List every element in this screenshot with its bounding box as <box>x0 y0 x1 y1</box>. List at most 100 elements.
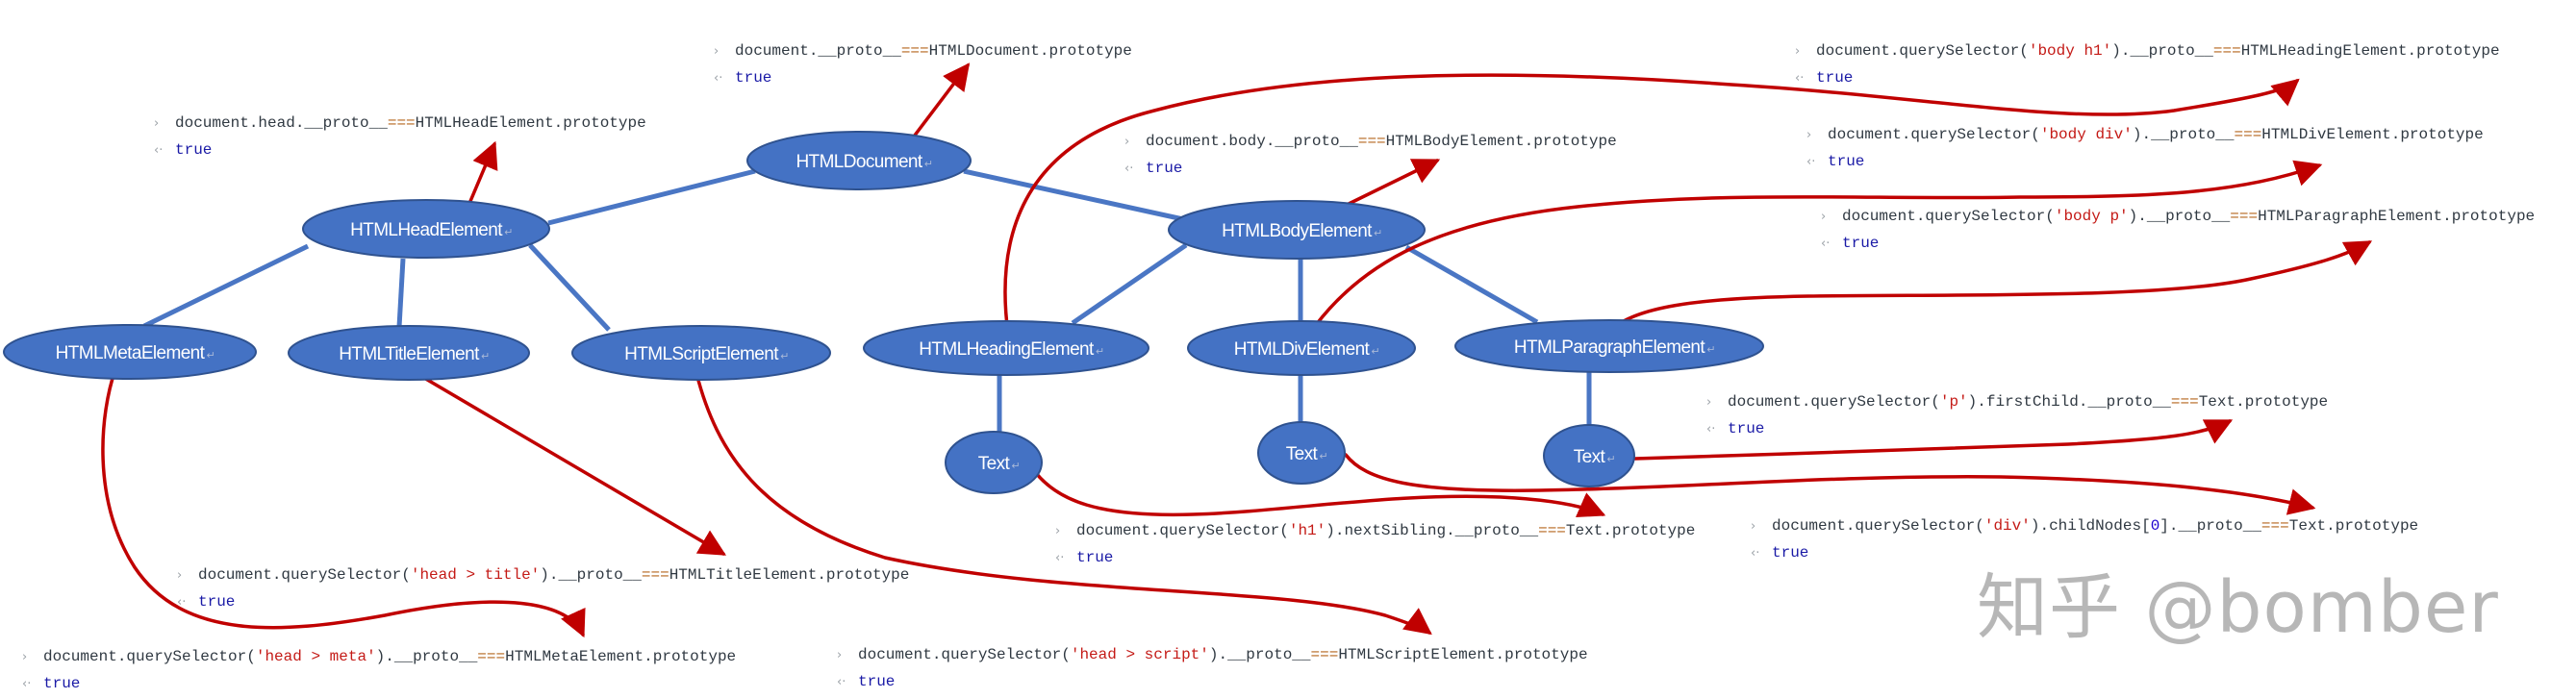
prompt-chevron-icon: › <box>1806 128 1812 142</box>
code-token-plain: HTMLHeadElement.prototype <box>415 114 646 132</box>
console-input-line: › document.querySelector('h1').nextSiblin… <box>1055 517 1695 544</box>
console-input-line: ›document.querySelector('body div').__pr… <box>1806 121 2484 148</box>
node-text-p: Text↵ <box>1543 424 1635 487</box>
code-token-plain: ).childNodes[ <box>2030 517 2151 535</box>
code-token-op: === <box>2170 393 2199 411</box>
console-result-line: ‹· true <box>154 137 646 163</box>
tree-edge-body-to-heading <box>1071 242 1188 326</box>
paragraph-mark-icon: ↵ <box>207 350 215 362</box>
result-value: true <box>175 141 213 159</box>
prototype-arrows <box>101 62 2373 638</box>
code-token-plain: document.querySelector( <box>198 566 411 584</box>
console-result-line: ‹·true <box>1124 155 1617 182</box>
console-result-line: ‹·true <box>714 64 1132 91</box>
proto-arrow-script <box>695 371 1432 636</box>
code-token-plain: HTMLTitleElement.prototype <box>669 566 910 584</box>
proto-arrow-document <box>912 62 971 138</box>
tree-edge-body-to-paragraph <box>1404 244 1539 325</box>
tree-nodes: HTMLDocument↵ HTMLHeadElement↵ HTMLBodyEle… <box>3 131 1764 494</box>
node-ellipse <box>863 320 1149 376</box>
code-token-plain: document.querySelector( <box>1076 522 1289 539</box>
console-input-line: ›document.querySelector('head > meta')._… <box>22 643 736 670</box>
result-value: true <box>1772 544 1809 562</box>
result-value: true <box>1828 153 1865 170</box>
code-token-str: 'body h1' <box>2028 42 2112 60</box>
code-token-str: 'h1' <box>1288 522 1326 539</box>
node-label: HTMLMetaElement <box>56 343 206 363</box>
result-value: true <box>1076 549 1114 566</box>
node-document: HTMLDocument↵ <box>746 131 972 190</box>
console-input-line: ›document.head.__proto__===HTMLHeadEleme… <box>154 110 646 137</box>
tree-edge-head-to-title <box>396 258 406 328</box>
code-token-plain: document.body.__proto__ <box>1146 133 1358 150</box>
node-head: HTMLHeadElement↵ <box>302 199 550 259</box>
result-chevron-icon: ‹· <box>1751 546 1760 561</box>
tree-edges <box>142 168 1592 433</box>
console-input-line: ›document.querySelector('body p').__prot… <box>1821 203 2535 230</box>
prompt-chevron-icon: › <box>1751 519 1756 534</box>
console-snippet-text-p: ›document.querySelector('p').firstChild.… <box>1706 388 2328 442</box>
console-snippet-text-div: › document.querySelector('div').childNode… <box>1751 512 2418 566</box>
node-title: HTMLTitleElement↵ <box>288 325 530 381</box>
node-label: Text <box>1286 444 1319 464</box>
console-result-line: ‹·true <box>1706 415 2328 442</box>
result-value: true <box>735 69 772 87</box>
proto-arrow-head <box>467 140 498 208</box>
code-token-op: === <box>477 648 506 665</box>
console-result-line: ‹·true <box>177 588 909 615</box>
code-token-str: 'head > script' <box>1070 646 1209 663</box>
code-token-plain: document.querySelector( <box>858 646 1071 663</box>
code-token-op: === <box>2212 42 2241 60</box>
result-value: true <box>1728 420 1765 437</box>
result-value: true <box>858 673 896 690</box>
proto-arrow-heading <box>1003 73 2300 336</box>
node-label: HTMLTitleElement <box>339 344 480 364</box>
paragraph-mark-icon: ↵ <box>1607 454 1616 465</box>
code-token-op: === <box>387 114 416 132</box>
prompt-chevron-icon: › <box>1055 524 1061 538</box>
prompt-chevron-icon: › <box>1706 395 1712 410</box>
code-token-op: === <box>2260 517 2289 535</box>
code-token-plain: Text.prototype <box>2198 393 2329 411</box>
console-snippet-text-h1: › document.querySelector('h1').nextSiblin… <box>1055 517 1695 571</box>
paragraph-mark-icon: ↵ <box>481 351 490 362</box>
code-token-plain: HTMLDocument.prototype <box>928 42 1132 60</box>
result-chevron-icon: ‹· <box>154 143 164 158</box>
console-result-line: ‹·true <box>1806 148 2484 175</box>
console-result-line: ‹· true <box>1821 230 2535 257</box>
node-label: HTMLHeadingElement <box>919 339 1095 360</box>
code-token-num: 0 <box>2150 517 2160 535</box>
console-result-line: ‹·true <box>1055 544 1695 571</box>
code-token-plain: ).nextSibling.__proto__ <box>1326 522 1539 539</box>
console-snippet-head: ›document.head.__proto__===HTMLHeadEleme… <box>154 110 646 163</box>
result-value: true <box>1816 69 1854 87</box>
paragraph-mark-icon: ↵ <box>780 351 789 362</box>
code-token-plain: ).__proto__ <box>540 566 642 584</box>
prompt-chevron-icon: › <box>154 116 160 131</box>
code-token-plain: document.querySelector( <box>1772 517 1984 535</box>
paragraph-mark-icon: ↵ <box>924 159 933 170</box>
code-token-plain: HTMLHeadingElement.prototype <box>2240 42 2500 60</box>
result-value: true <box>43 675 81 692</box>
console-input-line: ›document.__proto__===HTMLDocument.proto… <box>714 37 1132 64</box>
tree-edge-document-to-body <box>963 168 1184 222</box>
node-ellipse <box>945 431 1043 494</box>
node-label: HTMLBodyElement <box>1222 221 1373 241</box>
node-paragraph: HTMLParagraphElement↵ <box>1454 319 1764 373</box>
console-input-line: ›document.querySelector('body h1').__pro… <box>1795 37 2500 64</box>
code-token-str: 'div' <box>1983 517 2031 535</box>
result-value: true <box>1842 235 1880 252</box>
paragraph-mark-icon: ↵ <box>1372 346 1380 358</box>
code-token-plain: HTMLMetaElement.prototype <box>505 648 737 665</box>
console-input-line: › document.querySelector('div').childNode… <box>1751 512 2418 539</box>
node-ellipse <box>1257 421 1346 485</box>
code-token-str: 'body div' <box>2039 126 2133 143</box>
result-chevron-icon: ‹· <box>1821 237 1831 251</box>
code-token-str: 'head > title' <box>410 566 541 584</box>
console-snippet-script: ›document.querySelector('head > script')… <box>837 641 1588 695</box>
code-token-plain: HTMLParagraphElement.prototype <box>2258 208 2536 225</box>
code-token-plain: ).__proto__ <box>1208 646 1311 663</box>
code-token-plain: document.__proto__ <box>735 42 901 60</box>
result-chevron-icon: ‹· <box>1795 71 1805 86</box>
